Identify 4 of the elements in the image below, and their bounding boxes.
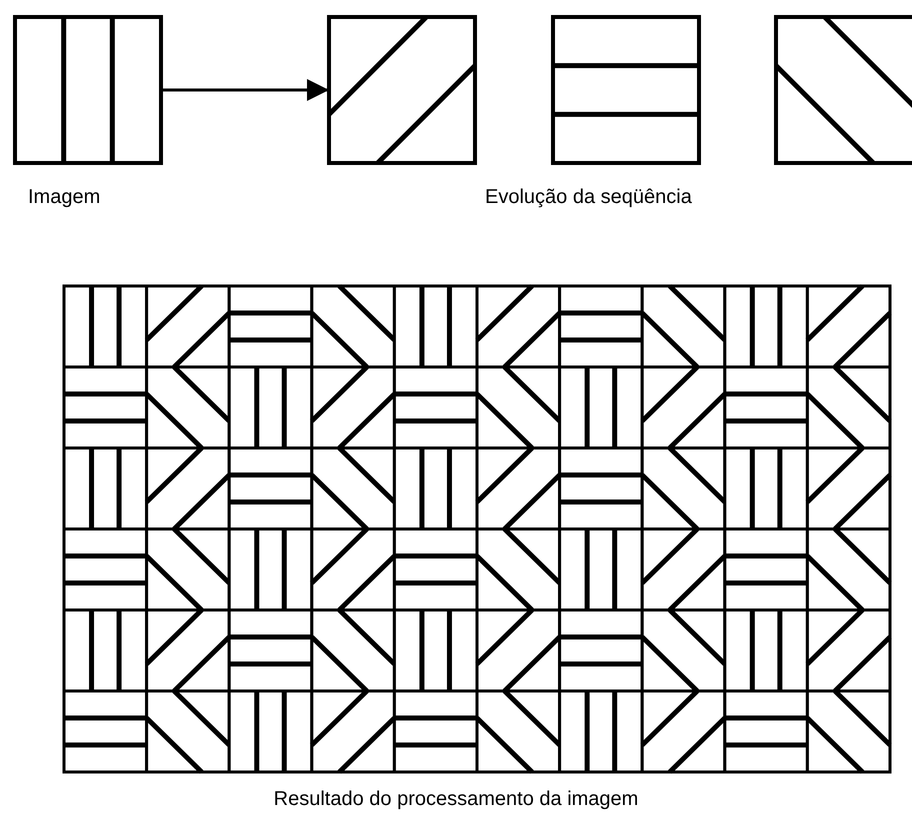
arrow — [163, 79, 329, 101]
group-caption: Evolução da seqüência — [485, 186, 692, 209]
tile-caption: Imagem — [28, 186, 100, 209]
figure-caption: Resultado do processamento da imagem — [272, 788, 640, 811]
